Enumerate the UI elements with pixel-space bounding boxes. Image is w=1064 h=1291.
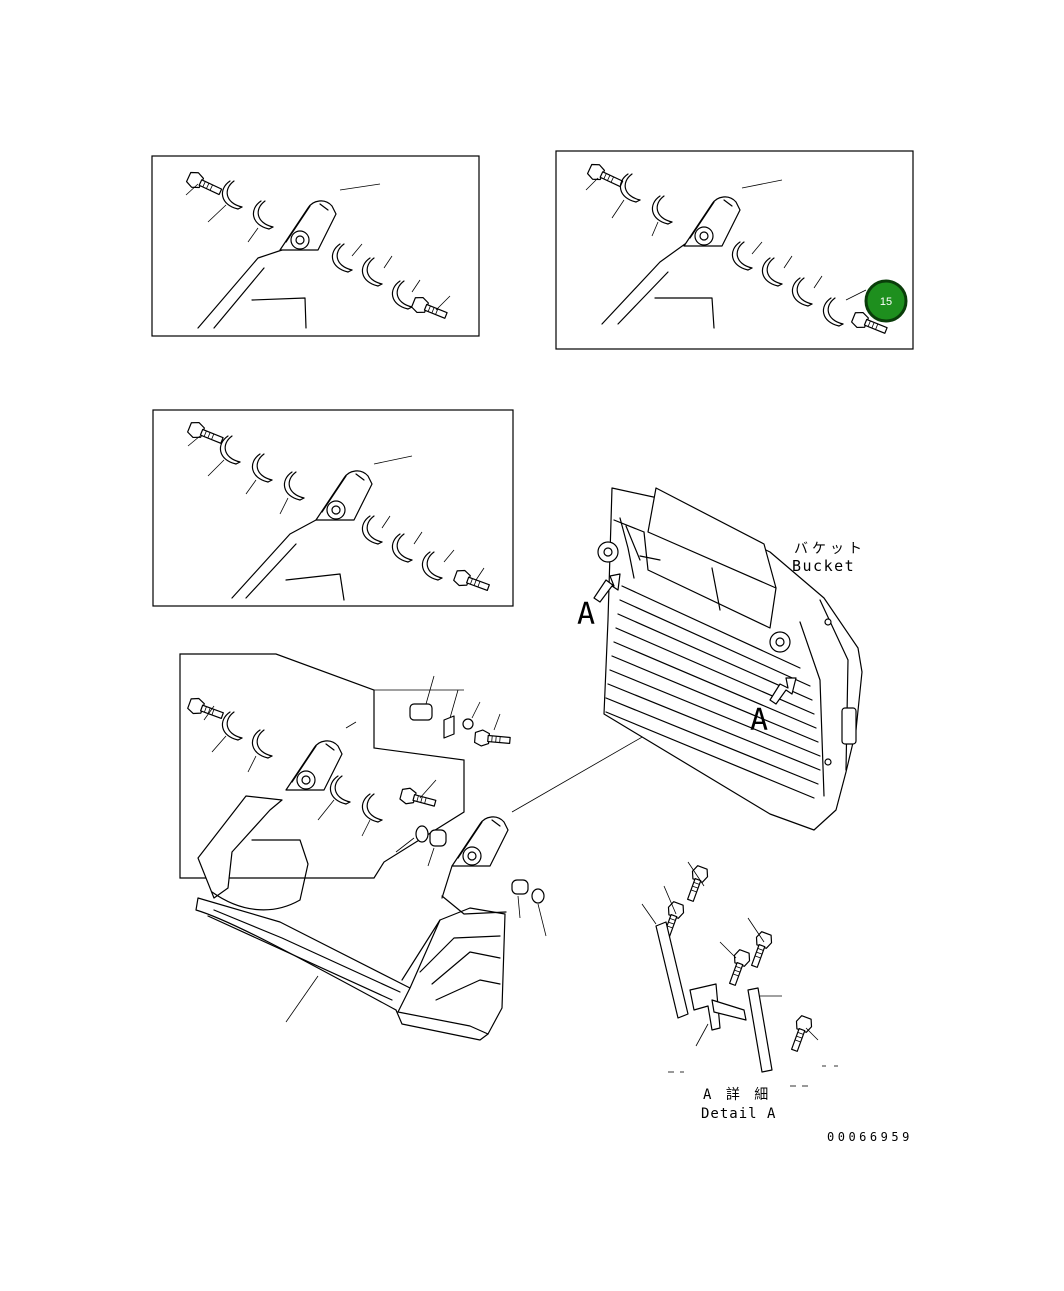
middle-left-view — [152, 409, 514, 607]
view-arrow-right-label: A — [750, 703, 768, 738]
bucket-overview: A A バケット Bucket — [577, 487, 866, 831]
top-right-view: 15 — [555, 150, 914, 350]
view-arrow-left-label: A — [577, 597, 595, 632]
bucket-label-en: Bucket — [792, 557, 855, 575]
lower-left-assembly — [179, 653, 763, 1041]
view-arrow-right-icon — [769, 677, 797, 705]
detail-a-view: A 詳 細 Detail A — [641, 861, 838, 1122]
view-arrow-left-icon — [593, 573, 621, 603]
bucket-ribs — [605, 585, 821, 799]
top-left-view — [151, 155, 480, 337]
detail-title-jp: A 詳 細 — [703, 1087, 771, 1103]
detail-title-en: Detail A — [701, 1106, 776, 1122]
callout-badge-label[interactable]: 15 — [880, 296, 892, 308]
bucket-label-jp: バケット — [794, 541, 866, 557]
callout-badge-icon[interactable] — [864, 279, 908, 323]
drawing-number: 00066959 — [827, 1130, 913, 1144]
